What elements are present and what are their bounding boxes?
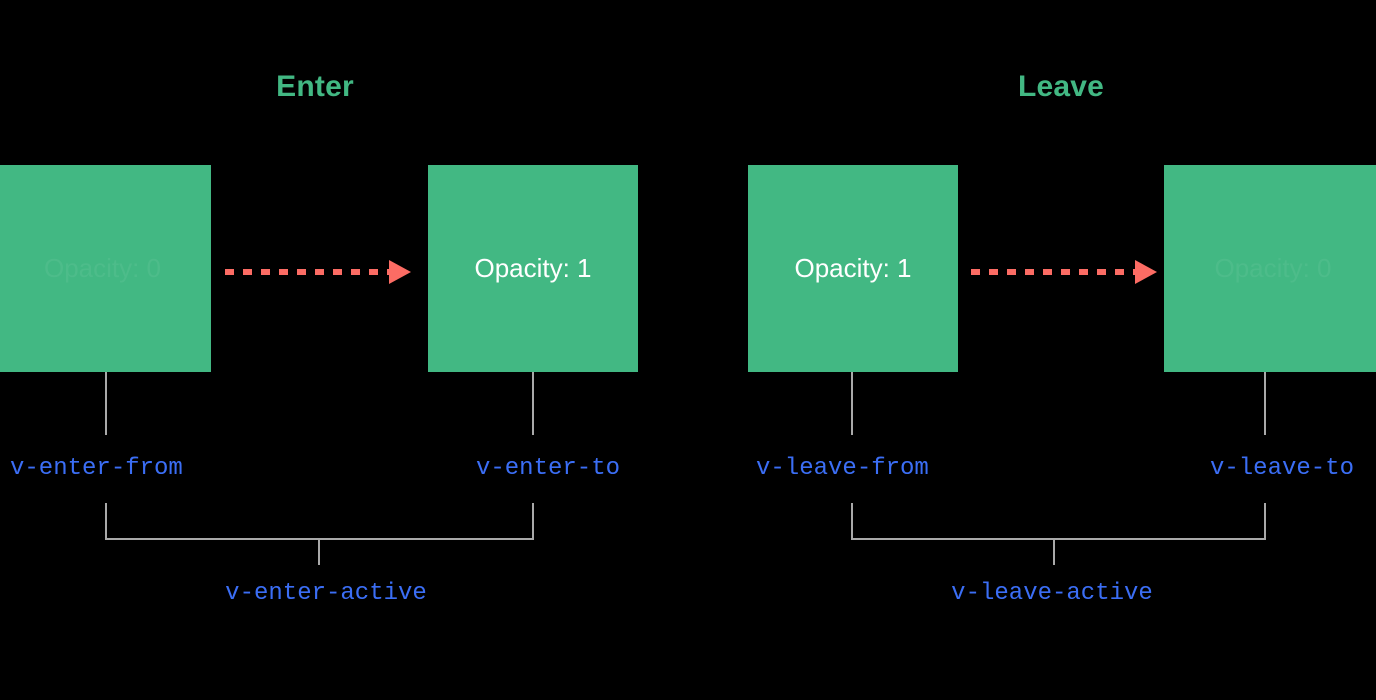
class-label-v-enter-from: v-enter-from bbox=[10, 455, 183, 482]
class-label-v-leave-active: v-leave-active bbox=[951, 580, 1153, 607]
arrow-head bbox=[389, 260, 411, 284]
class-label-v-leave-to: v-leave-to bbox=[1209, 455, 1354, 482]
bracket-left-arm-leave bbox=[851, 503, 853, 540]
leader-line-enter-to bbox=[532, 372, 534, 435]
bracket-stem-enter bbox=[318, 540, 320, 565]
arrow-head bbox=[1135, 260, 1157, 284]
state-box-enter-to: Opacity: 1 bbox=[428, 165, 638, 372]
class-label-v-leave-from: v-leave-from bbox=[756, 455, 929, 482]
enter-arrow-icon bbox=[225, 260, 411, 284]
state-box-label: Opacity: 1 bbox=[474, 253, 592, 283]
bracket-stem-leave bbox=[1053, 540, 1055, 565]
bracket-right-arm-leave bbox=[1264, 503, 1266, 540]
leader-line-leave-from bbox=[851, 372, 853, 435]
arrow-shaft bbox=[971, 269, 1136, 275]
bracket-left-arm-enter bbox=[105, 503, 107, 540]
state-box-label: Opacity: 0 bbox=[1214, 253, 1332, 283]
state-box-label: Opacity: 1 bbox=[794, 253, 912, 283]
state-box-leave-to: Opacity: 0 bbox=[1164, 165, 1376, 372]
bracket-bar-enter bbox=[105, 538, 534, 540]
class-label-v-enter-active: v-enter-active bbox=[225, 580, 427, 607]
state-box-leave-from: Opacity: 1 bbox=[748, 165, 958, 372]
state-box-label: Opacity: 0 bbox=[43, 253, 162, 283]
arrow-shaft bbox=[225, 269, 390, 275]
leave-arrow-icon bbox=[971, 260, 1157, 284]
class-label-v-enter-to: v-enter-to bbox=[475, 455, 620, 482]
section-title-enter: Enter bbox=[276, 70, 354, 103]
section-title-leave: Leave bbox=[1017, 70, 1105, 103]
bracket-bar-leave bbox=[851, 538, 1266, 540]
leader-line-leave-to bbox=[1264, 372, 1266, 435]
state-box-enter-from: Opacity: 0 bbox=[0, 165, 211, 372]
bracket-right-arm-enter bbox=[532, 503, 534, 540]
leader-line-enter-from bbox=[105, 372, 107, 435]
